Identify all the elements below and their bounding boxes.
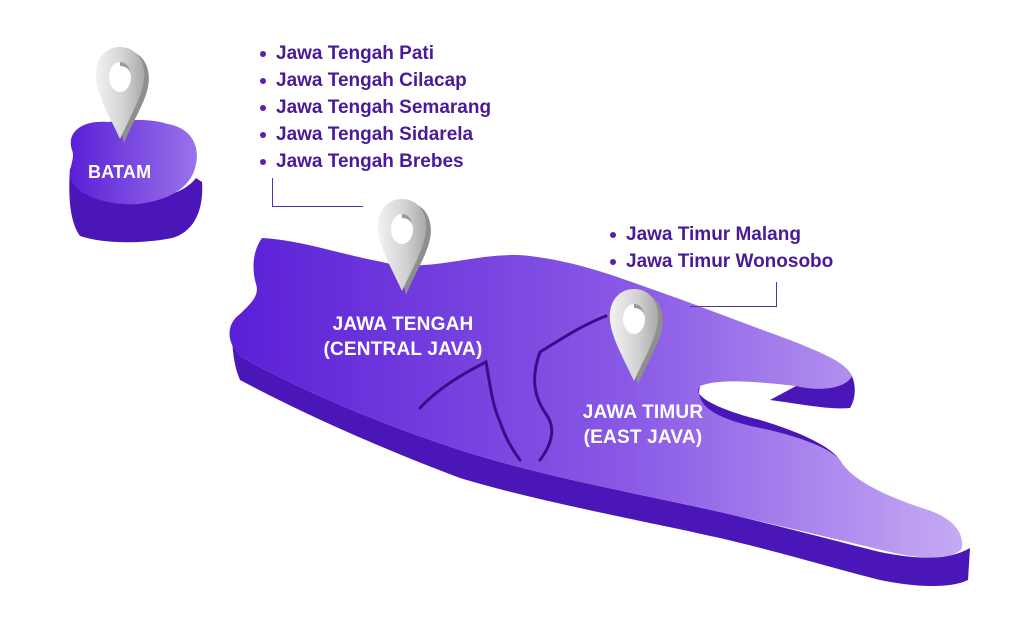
east-java-location-list: Jawa Timur Malang Jawa Timur Wonosobo	[610, 221, 833, 275]
batam-label: BATAM	[88, 162, 151, 183]
list-item: Jawa Tengah Sidarela	[260, 121, 491, 148]
east-java-label-line1: JAWA TIMUR	[582, 402, 704, 423]
east-java-connector-line	[690, 282, 777, 307]
list-item: Jawa Timur Malang	[610, 221, 833, 248]
central-java-connector-line	[272, 178, 363, 207]
batam-island	[69, 120, 203, 243]
central-java-label: JAWA TENGAH (CENTRAL JAVA)	[318, 312, 488, 362]
list-item: Jawa Tengah Pati	[260, 40, 491, 67]
list-item: Jawa Timur Wonosobo	[610, 248, 833, 275]
central-java-label-line1: JAWA TENGAH	[332, 314, 474, 335]
central-java-label-line2: (CENTRAL JAVA)	[323, 339, 483, 360]
list-item: Jawa Tengah Semarang	[260, 94, 491, 121]
java-island	[229, 238, 970, 586]
central-java-location-list: Jawa Tengah Pati Jawa Tengah Cilacap Jaw…	[260, 40, 491, 175]
east-java-label-line2: (EAST JAVA)	[583, 427, 703, 448]
batam-label-text: BATAM	[88, 162, 152, 182]
list-item: Jawa Tengah Cilacap	[260, 67, 491, 94]
east-java-label: JAWA TIMUR (EAST JAVA)	[568, 400, 718, 450]
list-item: Jawa Tengah Brebes	[260, 148, 491, 175]
